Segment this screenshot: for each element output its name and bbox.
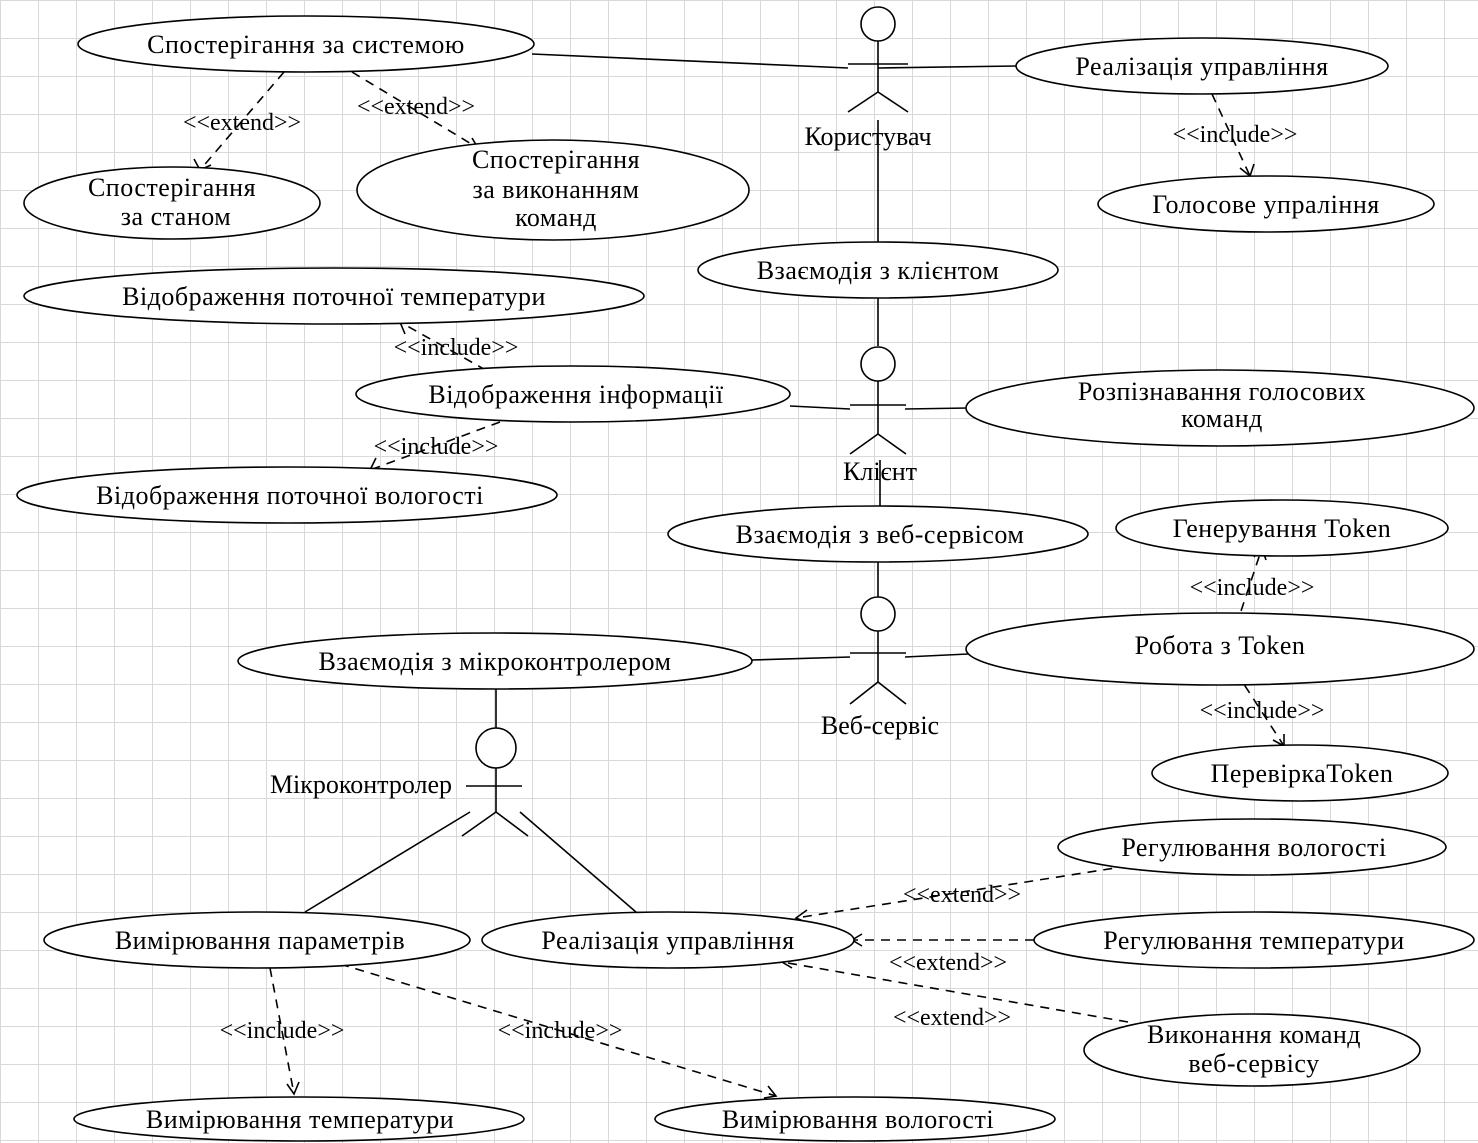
assoc-show-info-client	[789, 405, 851, 410]
label-extend-commands: <<extend>>	[357, 94, 475, 120]
uc-label: Регулювання вологості	[1121, 833, 1386, 862]
uc-humidity-regulation: Регулювання вологості	[1057, 818, 1447, 876]
actor-microcontroller-name: Мікроконтролер	[270, 770, 452, 799]
dep-include-measure-temperature	[269, 967, 295, 1095]
label-extend-temperature-regulation: <<extend>>	[889, 950, 1007, 976]
uc-label: Реалізація управління	[1075, 52, 1328, 81]
actor-head	[860, 346, 896, 382]
uc-label: за виконанням	[472, 175, 639, 204]
uc-label: Вимірювання вологості	[722, 1105, 994, 1134]
arrowhead	[286, 1081, 300, 1096]
uc-label: Взаємодія з клієнтом	[757, 256, 1000, 285]
actor-client: Клієнт	[843, 346, 917, 486]
label-include-token-generate: <<include>>	[1190, 575, 1315, 601]
uc-label: Взаємодія з мікроконтролером	[318, 647, 671, 676]
uc-token-check: ПеревіркаToken	[1151, 744, 1449, 802]
uc-system-monitoring: Спостерігання за системою	[77, 15, 535, 73]
uc-command-monitoring: Спостерігання за виконанням команд	[356, 139, 750, 241]
uc-label: Голосове упраління	[1152, 190, 1379, 219]
assoc-system-monitoring-user	[531, 53, 849, 69]
uc-label: Відображення поточної температури	[122, 282, 546, 311]
label-include-token-check: <<include>>	[1200, 698, 1325, 724]
actor-head	[475, 727, 517, 769]
uc-measure-humidity: Вимірювання вологості	[654, 1096, 1056, 1142]
label-include-voice: <<include>>	[1173, 122, 1298, 148]
label-extend-web-commands: <<extend>>	[893, 1005, 1011, 1031]
uc-label: за станом	[121, 202, 231, 231]
uc-label: команд	[515, 203, 597, 232]
uc-label: Робота з Token	[1135, 631, 1306, 660]
uc-control-mcu: Реалізація управління	[481, 911, 855, 969]
label-include-measure-temperature: <<include>>	[220, 1018, 345, 1044]
actor-head	[860, 6, 896, 42]
uc-label: Відображення інформації	[428, 380, 724, 409]
uc-mcu-interaction: Взаємодія з мікроконтролером	[237, 632, 753, 690]
arrowhead	[763, 1085, 778, 1099]
uc-label: Вимірювання параметрів	[115, 926, 405, 955]
uc-control-user: Реалізація управління	[1015, 37, 1389, 95]
label-include-measure-humidity: <<include>>	[498, 1018, 623, 1044]
uc-voice-control: Голосове упраління	[1097, 175, 1435, 233]
uc-web-commands: Виконання команд веб-сервісу	[1083, 1013, 1421, 1087]
actor-user: Користувач	[804, 6, 932, 151]
uc-label: Спостерігання	[472, 145, 640, 174]
uc-state-monitoring: Спостерігання за станом	[23, 166, 321, 240]
actor-web-service: Веб-сервіс	[821, 596, 939, 740]
uc-label: веб-сервісу	[1188, 1049, 1319, 1078]
uc-measure-params: Вимірювання параметрів	[43, 911, 471, 969]
dep-extend-commands	[351, 71, 479, 149]
uc-measure-temperature: Вимірювання температури	[73, 1096, 525, 1142]
uc-label: Спостерігання за системою	[147, 30, 465, 59]
uc-label: Взаємодія з веб-сервісом	[736, 520, 1025, 549]
dep-include-token-generate	[1235, 547, 1263, 627]
associations	[304, 53, 1017, 913]
uc-temperature-regulation: Регулювання температури	[1033, 911, 1475, 969]
uc-voice-recognition: Розпізнавання голосових команд	[965, 369, 1475, 447]
uc-token-work: Робота з Token	[965, 612, 1475, 686]
label-include-humidity: <<include>>	[374, 434, 499, 460]
dep-extend-web-commands	[781, 961, 1129, 1023]
uc-show-info: Відображення інформації	[355, 365, 791, 423]
assoc-client-recognition	[904, 407, 969, 410]
uc-show-temperature: Відображення поточної температури	[23, 267, 645, 325]
assoc-mcu-interaction-web-service	[751, 656, 851, 661]
relation-labels: <<extend>> <<extend>> <<include>> <<incl…	[183, 94, 1324, 1044]
dep-extend-state	[199, 71, 285, 171]
actor-microcontroller: Мікроконтролер	[270, 727, 529, 837]
actor-user-name: Користувач	[804, 122, 931, 151]
dep-extend-humidity-regulation	[795, 865, 1129, 919]
uc-client-interaction: Взаємодія з клієнтом	[697, 241, 1059, 299]
uc-label: команд	[1181, 404, 1263, 433]
label-extend-humidity-regulation: <<extend>>	[903, 882, 1021, 908]
uc-label: Спостерігання	[88, 173, 256, 202]
assoc-mcu-control	[519, 811, 637, 913]
label-extend-state: <<extend>>	[183, 110, 301, 136]
uc-label: Вимірювання температури	[146, 1105, 454, 1134]
assoc-user-control	[877, 65, 1017, 69]
actor-head	[860, 596, 896, 632]
dep-include-measure-humidity	[339, 963, 777, 1097]
label-include-temperature: <<include>>	[394, 335, 519, 361]
uc-label: Регулювання температури	[1103, 926, 1404, 955]
uc-label: Відображення поточної вологості	[96, 481, 484, 510]
actor-client-name: Клієнт	[843, 457, 917, 486]
uc-show-humidity: Відображення поточної вологості	[16, 466, 558, 524]
arrowhead	[1272, 734, 1285, 748]
assoc-web-service-token	[904, 653, 969, 658]
uc-web-interaction: Взаємодія з веб-сервісом	[667, 505, 1089, 563]
uc-label: Реалізація управління	[541, 926, 794, 955]
uc-label: Виконання команд	[1147, 1020, 1361, 1049]
uc-label: Розпізнавання голосових	[1078, 377, 1366, 406]
uc-label: ПеревіркаToken	[1211, 759, 1394, 788]
actor-web-service-name: Веб-сервіс	[821, 711, 939, 740]
assoc-mcu-measure	[304, 811, 471, 913]
uc-token-generate: Генерування Token	[1115, 499, 1449, 557]
uc-label: Генерування Token	[1173, 514, 1392, 543]
dep-include-humidity	[369, 421, 501, 471]
dependencies	[193, 71, 1285, 1099]
